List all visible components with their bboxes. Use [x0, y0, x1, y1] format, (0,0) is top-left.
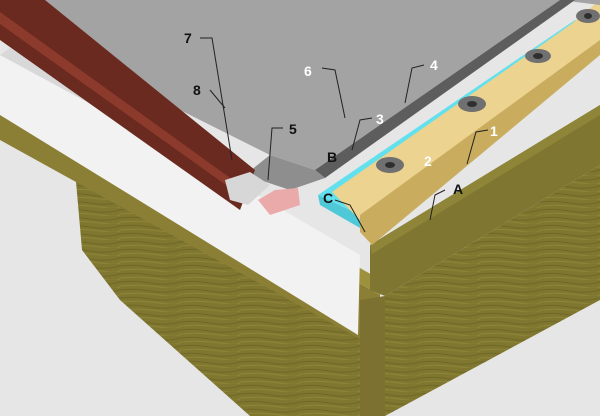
timber-layer-a-edge — [370, 105, 600, 254]
leader-7 — [200, 37, 233, 161]
timber-layer-a — [370, 105, 600, 296]
roof-membrane — [0, 0, 600, 170]
label-2: 2 — [424, 153, 432, 169]
membrane-edge-strip — [315, 0, 575, 178]
leader-a — [429, 189, 446, 221]
label-a: A — [453, 181, 463, 197]
label-b: B — [327, 149, 337, 165]
fastener — [458, 96, 486, 112]
membrane-fold — [245, 155, 325, 190]
label-1: 1 — [490, 123, 498, 139]
label-8: 8 — [193, 82, 201, 98]
metal-clip — [225, 172, 270, 205]
fastener-row — [376, 9, 600, 173]
wall-timber-side — [385, 165, 600, 416]
leader-lines — [200, 37, 489, 233]
fastener — [576, 9, 600, 23]
label-5: 5 — [289, 121, 297, 137]
leader-5 — [267, 127, 283, 181]
drip-edge-highlight — [0, 12, 240, 195]
fascia-board — [0, 55, 360, 335]
fastener — [525, 49, 551, 63]
label-c: C — [323, 190, 333, 206]
insulation-board-edge — [360, 40, 600, 245]
fastener — [376, 157, 404, 173]
leader-6 — [321, 67, 346, 119]
leader-4 — [404, 64, 425, 104]
leader-3 — [351, 117, 373, 151]
wall-timber-front — [75, 170, 360, 416]
sealant-bead — [258, 188, 300, 215]
label-6: 6 — [304, 63, 312, 79]
label-3: 3 — [376, 111, 384, 127]
leader-8 — [209, 89, 226, 109]
leader-1 — [466, 129, 489, 165]
label-4: 4 — [430, 57, 438, 73]
vapor-layer-edge — [318, 195, 360, 228]
corner-post — [360, 296, 385, 416]
leader-c — [334, 199, 366, 233]
label-7: 7 — [184, 30, 192, 46]
